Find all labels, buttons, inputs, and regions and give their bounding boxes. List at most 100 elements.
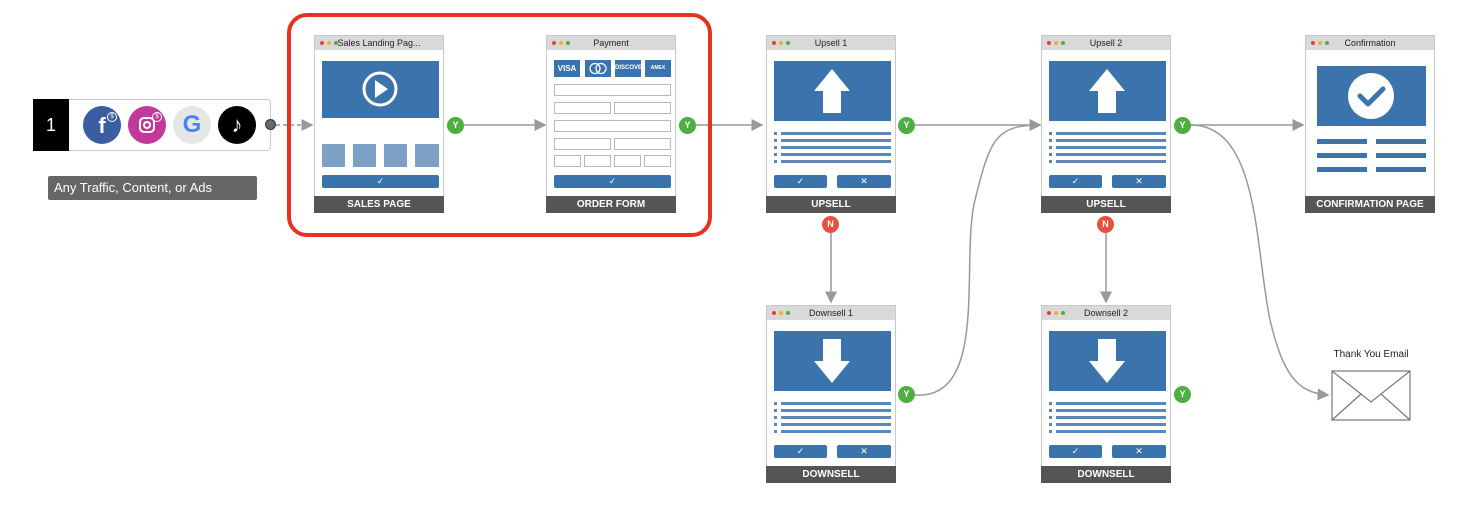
- form-field[interactable]: [584, 155, 611, 167]
- upsell-1-card[interactable]: Upsell 1 ✓ ✕ UPSELL: [766, 35, 896, 213]
- downsell-1-card[interactable]: Downsell 1 ✓ ✕ DOWNSELL: [766, 305, 896, 483]
- text-lines: [1049, 132, 1166, 163]
- downsell-2-footer: DOWNSELL: [1041, 466, 1171, 483]
- upsell-2-title: Upsell 2: [1089, 38, 1123, 48]
- decline-button[interactable]: ✕: [1112, 445, 1166, 458]
- decline-button[interactable]: ✕: [837, 175, 891, 188]
- play-icon: [362, 71, 398, 107]
- yes-badge[interactable]: Y: [447, 117, 464, 134]
- amex-icon: AMEX: [645, 60, 671, 77]
- thumbnail: [415, 144, 439, 167]
- order-submit-button[interactable]: ✓: [554, 175, 671, 188]
- accept-button[interactable]: ✓: [774, 175, 827, 188]
- accept-button[interactable]: ✓: [774, 445, 827, 458]
- order-form-footer: ORDER FORM: [546, 196, 676, 213]
- check-icon: ✓: [796, 446, 805, 456]
- thumbnail: [322, 144, 345, 167]
- close-icon: ✕: [1135, 446, 1143, 456]
- text-line: [1376, 167, 1426, 172]
- downsell-hero: [1049, 331, 1166, 391]
- sales-page-footer: SALES PAGE: [314, 196, 444, 213]
- downsell-hero: [774, 331, 891, 391]
- output-connector-dot[interactable]: [265, 119, 276, 130]
- no-badge[interactable]: N: [1097, 216, 1114, 233]
- instagram-icon: $: [128, 106, 166, 144]
- check-icon: ✓: [1071, 176, 1080, 186]
- downsell-2-titlebar: Downsell 2: [1042, 306, 1170, 320]
- upsell-2-titlebar: Upsell 2: [1042, 36, 1170, 50]
- video-block: [322, 61, 439, 118]
- thumbnail: [384, 144, 407, 167]
- check-icon: ✓: [608, 176, 617, 186]
- order-form-card[interactable]: Payment VISA DISCOVER AMEX ✓ ORDER FORM: [546, 35, 676, 213]
- text-line: [1317, 153, 1367, 158]
- text-line: [1317, 139, 1367, 144]
- decline-button[interactable]: ✕: [1112, 175, 1166, 188]
- downsell-1-title: Downsell 1: [808, 308, 854, 318]
- sales-page-card[interactable]: Sales Landing Pag... ✓ SALES PAGE: [314, 35, 444, 213]
- traffic-caption-text: Any Traffic, Content, or Ads: [54, 180, 213, 195]
- text-line: [1317, 167, 1367, 172]
- thumbnail: [353, 144, 376, 167]
- close-icon: ✕: [860, 176, 868, 186]
- downsell-2-card[interactable]: Downsell 2 ✓ ✕ DOWNSELL: [1041, 305, 1171, 483]
- step-number-box: 1: [33, 99, 69, 151]
- traffic-caption: Any Traffic, Content, or Ads: [48, 176, 257, 200]
- form-field[interactable]: [554, 120, 671, 132]
- downsell-2-title: Downsell 2: [1083, 308, 1129, 318]
- check-icon: ✓: [796, 176, 805, 186]
- form-field[interactable]: [644, 155, 671, 167]
- yes-badge[interactable]: Y: [1174, 386, 1191, 403]
- downsell-1-footer: DOWNSELL: [766, 466, 896, 483]
- yes-badge[interactable]: Y: [679, 117, 696, 134]
- form-field[interactable]: [554, 84, 671, 96]
- confirmation-card[interactable]: Confirmation CONFIRMATION PAGE: [1305, 35, 1435, 213]
- order-form-title: Payment: [593, 38, 629, 48]
- order-form-titlebar: Payment: [547, 36, 675, 50]
- mastercard-circles: [589, 62, 607, 75]
- confirmation-footer: CONFIRMATION PAGE: [1305, 196, 1435, 213]
- form-field[interactable]: [554, 155, 581, 167]
- arrow-down-icon: [1089, 339, 1125, 383]
- form-field[interactable]: [614, 155, 641, 167]
- text-lines: [1049, 402, 1166, 433]
- form-field[interactable]: [614, 102, 671, 114]
- form-field[interactable]: [554, 138, 611, 150]
- yes-badge[interactable]: Y: [1174, 117, 1191, 134]
- google-icon: G: [173, 106, 211, 144]
- confirmation-titlebar: Confirmation: [1306, 36, 1434, 50]
- checkmark-circle-icon: [1348, 73, 1394, 119]
- text-lines: [774, 132, 891, 163]
- arrow-down-icon: [814, 339, 850, 383]
- no-badge[interactable]: N: [822, 216, 839, 233]
- discover-icon: DISCOVER: [615, 60, 641, 77]
- upsell-hero: [774, 61, 891, 121]
- text-lines: [774, 402, 891, 433]
- mastercard-icon: [585, 60, 611, 77]
- check-icon: ✓: [1071, 446, 1080, 456]
- close-icon: ✕: [860, 446, 868, 456]
- highlight-box: [287, 13, 712, 237]
- confirmation-hero: [1317, 66, 1426, 126]
- decline-button[interactable]: ✕: [837, 445, 891, 458]
- tiktok-icon: ♪: [218, 106, 256, 144]
- upsell-1-footer: UPSELL: [766, 196, 896, 213]
- close-icon: ✕: [1135, 176, 1143, 186]
- email-label: Thank You Email: [1333, 349, 1409, 360]
- form-field[interactable]: [554, 102, 611, 114]
- visa-icon: VISA: [554, 60, 580, 77]
- accept-button[interactable]: ✓: [1049, 175, 1102, 188]
- arrow-up-icon: [1089, 69, 1125, 113]
- yes-badge[interactable]: Y: [898, 386, 915, 403]
- form-field[interactable]: [614, 138, 671, 150]
- envelope-icon[interactable]: [1331, 370, 1411, 421]
- upsell-2-card[interactable]: Upsell 2 ✓ ✕ UPSELL: [1041, 35, 1171, 213]
- yes-badge[interactable]: Y: [898, 117, 915, 134]
- downsell-1-titlebar: Downsell 1: [767, 306, 895, 320]
- text-line: [1376, 139, 1426, 144]
- accept-button[interactable]: ✓: [1049, 445, 1102, 458]
- text-line: [1376, 153, 1426, 158]
- sales-submit-button[interactable]: ✓: [322, 175, 439, 188]
- facebook-icon: f $: [83, 106, 121, 144]
